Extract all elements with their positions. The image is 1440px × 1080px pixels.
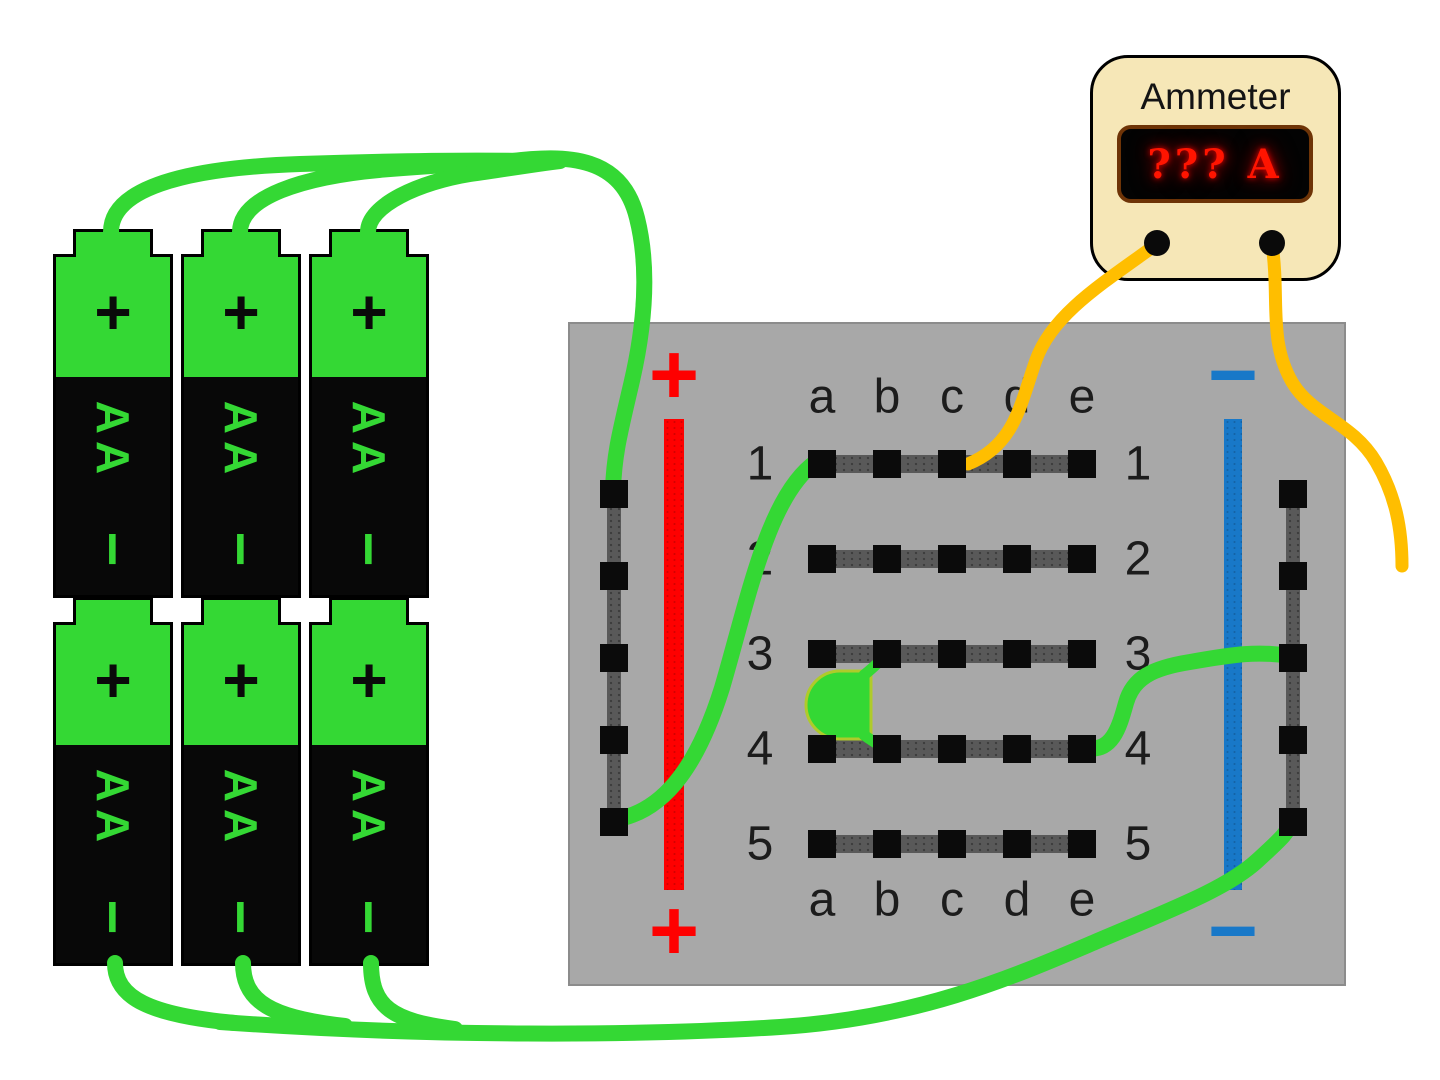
battery-positive-label: + bbox=[350, 644, 388, 716]
negative-bus-wire[interactable] bbox=[212, 812, 1299, 1042]
row4-to-right-column-wire[interactable] bbox=[1077, 645, 1299, 757]
negative-rail-symbol-bottom: − bbox=[1207, 883, 1259, 979]
row-label-left-5: 5 bbox=[746, 817, 774, 871]
pin-b5[interactable] bbox=[873, 830, 901, 858]
ammeter-title: Ammeter bbox=[1140, 76, 1291, 117]
battery-positive-label: + bbox=[94, 644, 132, 716]
battery-positive-terminal bbox=[201, 597, 281, 625]
row-label-right-5: 5 bbox=[1124, 817, 1152, 871]
battery-positive-label: + bbox=[222, 276, 260, 348]
battery-positive-wire-2[interactable] bbox=[232, 153, 543, 240]
column-label-bottom-d: d bbox=[1003, 873, 1031, 927]
battery[interactable]: + AA − bbox=[181, 597, 301, 966]
row-label-right-1: 1 bbox=[1124, 437, 1152, 491]
pin-e2[interactable] bbox=[1068, 545, 1096, 573]
left-column-pin-1[interactable] bbox=[600, 480, 628, 508]
pin-e1[interactable] bbox=[1068, 450, 1096, 478]
pin-c4[interactable] bbox=[938, 735, 966, 763]
column-label-top-a: a bbox=[808, 370, 836, 424]
right-column-pin-5[interactable] bbox=[1279, 808, 1307, 836]
negative-rail-symbol-top: − bbox=[1207, 327, 1259, 423]
pin-d2[interactable] bbox=[1003, 545, 1031, 573]
row-label-left-1: 1 bbox=[746, 437, 774, 491]
pin-b4[interactable] bbox=[873, 735, 901, 763]
pin-d3[interactable] bbox=[1003, 640, 1031, 668]
row-label-right-4: 4 bbox=[1124, 722, 1152, 776]
pin-a5[interactable] bbox=[808, 830, 836, 858]
pin-a1[interactable] bbox=[808, 450, 836, 478]
pin-a4[interactable] bbox=[808, 735, 836, 763]
column-label-bottom-e: e bbox=[1068, 873, 1096, 927]
pin-e4[interactable] bbox=[1068, 735, 1096, 763]
row-label-left-4: 4 bbox=[746, 722, 774, 776]
ammeter-display: ??? A bbox=[1117, 125, 1313, 203]
ammeter-terminal-left[interactable] bbox=[1144, 230, 1170, 256]
battery-positive-terminal bbox=[73, 597, 153, 625]
pin-c3[interactable] bbox=[938, 640, 966, 668]
battery-negative-wire-1[interactable] bbox=[107, 955, 243, 1031]
pin-c2[interactable] bbox=[938, 545, 966, 573]
battery-positive-label: + bbox=[222, 644, 260, 716]
right-column-pin-3[interactable] bbox=[1279, 644, 1307, 672]
positive-rail-symbol-top: + bbox=[648, 327, 700, 423]
column-label-top-b: b bbox=[873, 370, 901, 424]
ammeter-terminal-right[interactable] bbox=[1259, 230, 1285, 256]
pin-d1[interactable] bbox=[1003, 450, 1031, 478]
ammeter-left-probe-wire[interactable] bbox=[961, 237, 1164, 471]
pin-e3[interactable] bbox=[1068, 640, 1096, 668]
pin-b1[interactable] bbox=[873, 450, 901, 478]
pin-e5[interactable] bbox=[1068, 830, 1096, 858]
battery-positive-label: + bbox=[94, 276, 132, 348]
ammeter-reading: ??? A bbox=[1147, 140, 1283, 188]
positive-rail-symbol-bottom: + bbox=[648, 883, 700, 979]
column-label-bottom-a: a bbox=[808, 873, 836, 927]
battery-negative-wire-3[interactable] bbox=[363, 955, 463, 1037]
left-column-pin-2[interactable] bbox=[600, 562, 628, 590]
ammeter-right-probe-wire[interactable] bbox=[1265, 237, 1409, 573]
pin-b3[interactable] bbox=[873, 640, 901, 668]
pin-b2[interactable] bbox=[873, 545, 901, 573]
ammeter: Ammeter ??? A bbox=[1090, 55, 1341, 281]
right-column-pin-1[interactable] bbox=[1279, 480, 1307, 508]
row-label-left-3: 3 bbox=[746, 627, 774, 681]
column-label-top-c: c bbox=[940, 370, 964, 424]
battery-positive-label: + bbox=[350, 276, 388, 348]
battery[interactable]: + AA − bbox=[53, 597, 173, 966]
left-column-pin-3[interactable] bbox=[600, 644, 628, 672]
pin-d4[interactable] bbox=[1003, 735, 1031, 763]
battery[interactable]: + AA − bbox=[309, 597, 429, 966]
battery-positive-terminal bbox=[329, 597, 409, 625]
left-column-pin-4[interactable] bbox=[600, 726, 628, 754]
column-label-bottom-b: b bbox=[873, 873, 901, 927]
led-body[interactable] bbox=[804, 669, 873, 741]
row-label-right-2: 2 bbox=[1124, 532, 1152, 586]
pin-a3[interactable] bbox=[808, 640, 836, 668]
left-column-pin-5[interactable] bbox=[600, 808, 628, 836]
column-label-bottom-c: c bbox=[940, 873, 964, 927]
battery[interactable]: + AA − bbox=[309, 229, 429, 598]
pin-c1[interactable] bbox=[938, 450, 966, 478]
right-column-pin-2[interactable] bbox=[1279, 562, 1307, 590]
pin-d5[interactable] bbox=[1003, 830, 1031, 858]
pin-a2[interactable] bbox=[808, 545, 836, 573]
right-column-pin-4[interactable] bbox=[1279, 726, 1307, 754]
rail-to-row1-wire[interactable] bbox=[605, 454, 824, 828]
pin-c5[interactable] bbox=[938, 830, 966, 858]
battery-negative-wire-2[interactable] bbox=[235, 955, 353, 1034]
column-label-top-e: e bbox=[1068, 370, 1096, 424]
battery-positive-trunk-wire[interactable] bbox=[497, 150, 653, 498]
battery[interactable]: + AA − bbox=[53, 229, 173, 598]
